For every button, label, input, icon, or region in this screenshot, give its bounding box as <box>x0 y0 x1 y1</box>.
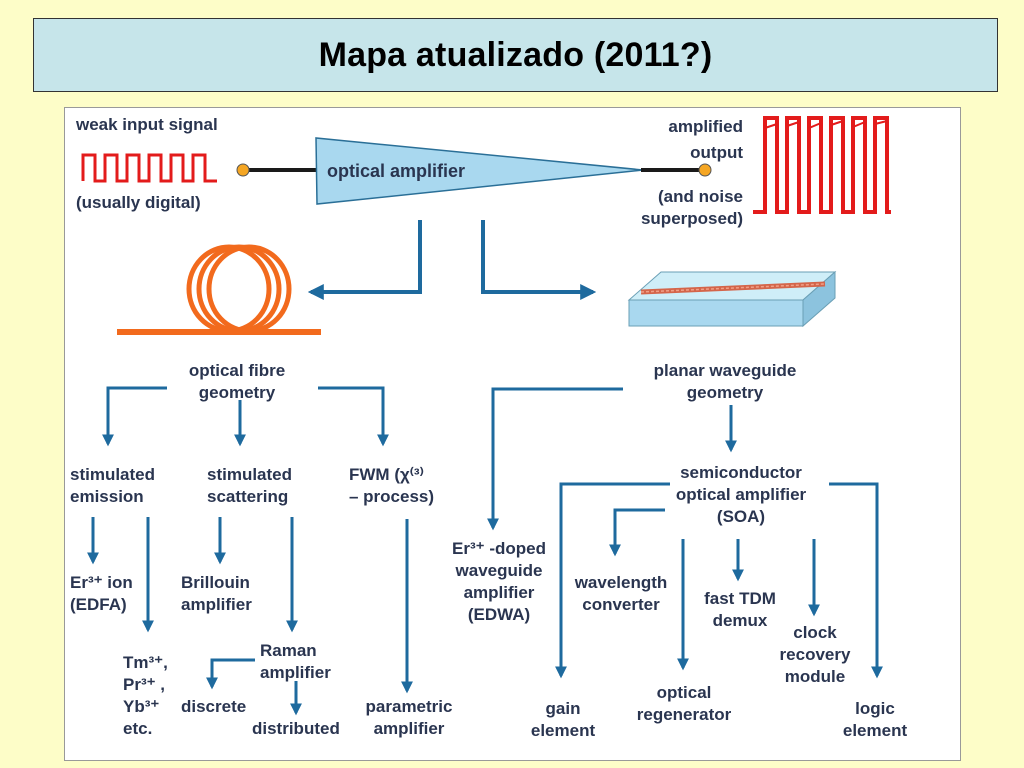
parametric-amplifier-label: parametric amplifier <box>365 697 453 738</box>
page-title: Mapa atualizado (2011?) <box>318 35 713 74</box>
wavelength-converter-label: wavelength converter <box>574 573 668 614</box>
brillouin-amplifier-label: Brillouin amplifier <box>181 573 252 614</box>
amplified-output-waveform <box>753 116 891 214</box>
stimulated-scattering-label: stimulated scattering <box>207 465 293 506</box>
optical-fibre-coil-icon <box>186 244 292 334</box>
diagram-panel: weak input signal (usually digital) opti… <box>64 107 961 761</box>
weak-input-signal-label: weak input signal <box>76 115 218 134</box>
arrow-to-planar <box>481 220 597 300</box>
raman-amplifier-label: Raman amplifier <box>260 641 331 682</box>
er-ion-edfa-label: Er³⁺ ion (EDFA) <box>70 573 133 614</box>
planar-waveguide-geometry-label: planar waveguide geometry <box>653 361 797 402</box>
tm-pr-yb-label: Tm³⁺, Pr³⁺ , Yb³⁺ etc. <box>123 653 168 738</box>
optical-regenerator-label: optical regenerator <box>636 683 732 724</box>
distributed-label: distributed <box>252 719 340 738</box>
fast-tdm-demux-label: fast TDM demux <box>704 589 776 630</box>
optical-amplifier-label: optical amplifier <box>327 161 466 181</box>
optical-amplifier-shape <box>315 137 644 205</box>
noise-superposed-note: (and noise superposed) <box>640 187 743 228</box>
edwa-label: Er³⁺ -doped waveguide amplifier (EDWA) <box>452 539 546 624</box>
arrow-to-fibre <box>307 220 422 300</box>
fwm-process-label: FWM (χ⁽³⁾ – process) <box>349 465 435 506</box>
logic-element-label: logic element <box>842 699 908 740</box>
stimulated-emission-label: stimulated emission <box>70 465 156 506</box>
diagram-canvas <box>81 116 891 716</box>
amplified-output-label: amplified output <box>668 117 743 162</box>
optical-fibre-geometry-label: optical fibre geometry <box>188 361 286 402</box>
usually-digital-note: (usually digital) <box>76 193 201 212</box>
planar-waveguide-slab-icon <box>627 270 837 328</box>
clock-recovery-module-label: clock recovery module <box>779 623 851 686</box>
gain-element-label: gain element <box>530 699 596 740</box>
weak-input-waveform <box>81 153 217 183</box>
output-terminal <box>698 163 712 177</box>
title-box: Mapa atualizado (2011?) <box>33 18 998 92</box>
discrete-label: discrete <box>181 697 247 716</box>
soa-label: semiconductor optical amplifier (SOA) <box>675 463 807 526</box>
input-terminal <box>236 163 250 177</box>
